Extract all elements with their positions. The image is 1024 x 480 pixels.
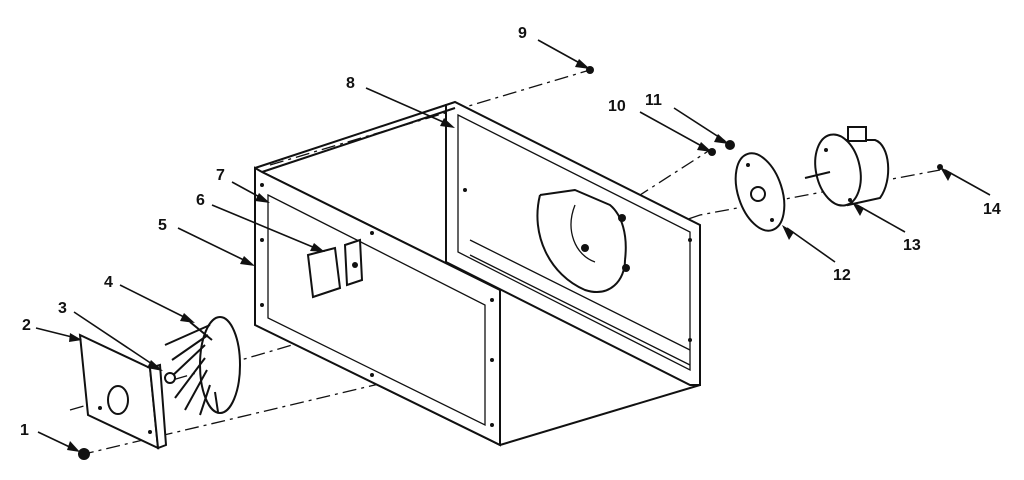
scroll-inner	[570, 204, 596, 263]
motor-hole	[848, 198, 852, 202]
callout-3: 3	[58, 300, 67, 317]
housing-frame	[254, 100, 701, 447]
callout-12: 12	[833, 267, 851, 284]
frame-hole	[370, 373, 374, 377]
callout-2: 2	[22, 317, 31, 334]
callout-10: 10	[608, 98, 626, 115]
centerline-upper	[269, 69, 591, 166]
front-panel-opening	[267, 193, 486, 427]
scroll-bolt	[622, 264, 630, 272]
top-rail-left	[254, 104, 447, 169]
frame-hole	[490, 423, 494, 427]
blower-wheel	[164, 316, 241, 416]
inlet-plate	[78, 333, 168, 450]
plate-hole	[148, 430, 152, 434]
back-panel-opening	[457, 113, 691, 372]
callout-14: 14	[983, 201, 1001, 218]
callout-4: 4	[104, 274, 113, 291]
callout-13: 13	[903, 237, 921, 254]
bottom-rail	[469, 239, 691, 351]
switch-plate	[306, 246, 342, 299]
mount-plate-body	[734, 152, 786, 232]
callout-9: 9	[518, 25, 527, 42]
callout-1: 1	[20, 422, 29, 439]
frame-hole	[490, 298, 494, 302]
motor-terminal	[847, 126, 867, 142]
switch-bracket	[306, 238, 364, 299]
mount-hole	[770, 218, 774, 222]
frame-hole	[490, 358, 494, 362]
callout-7: 7	[216, 167, 225, 184]
scroll-bolt	[581, 244, 589, 252]
blower-scroll	[536, 189, 630, 293]
wheel-blades	[164, 321, 219, 416]
callout-11: 11	[645, 92, 662, 109]
frame-hole	[260, 183, 264, 187]
bottom-rail-lower	[469, 254, 691, 366]
scroll-outer	[536, 194, 626, 293]
centerline-motor	[499, 149, 711, 286]
frame-hole	[688, 238, 692, 242]
wheel-hub	[164, 372, 176, 384]
frame-hole	[260, 238, 264, 242]
callout-labels: 1 2 3 4 5 6 7 8 9 10 11 12 13 14	[20, 25, 1001, 439]
motor-hole	[824, 148, 828, 152]
frame-hole	[688, 338, 692, 342]
motor-shaft	[804, 171, 831, 179]
frame-hole	[260, 303, 264, 307]
mount-plate	[734, 152, 786, 232]
switch-screw	[352, 262, 358, 268]
callout-leaders	[35, 39, 991, 452]
inlet-plate-body	[78, 333, 160, 450]
frame-hole	[463, 188, 467, 192]
callout-5: 5	[158, 217, 167, 234]
washer-part-11	[725, 140, 735, 150]
mount-hole	[746, 163, 750, 167]
motor	[804, 126, 890, 207]
inlet-hole	[107, 385, 129, 415]
callout-8: 8	[346, 75, 355, 92]
scroll-bolt	[618, 214, 626, 222]
callout-6: 6	[196, 192, 205, 209]
plate-hole	[98, 406, 102, 410]
top-rail-inner	[261, 107, 456, 173]
frame-hole	[370, 231, 374, 235]
nut-part-1	[78, 448, 90, 460]
mount-plate-hole	[750, 186, 766, 202]
